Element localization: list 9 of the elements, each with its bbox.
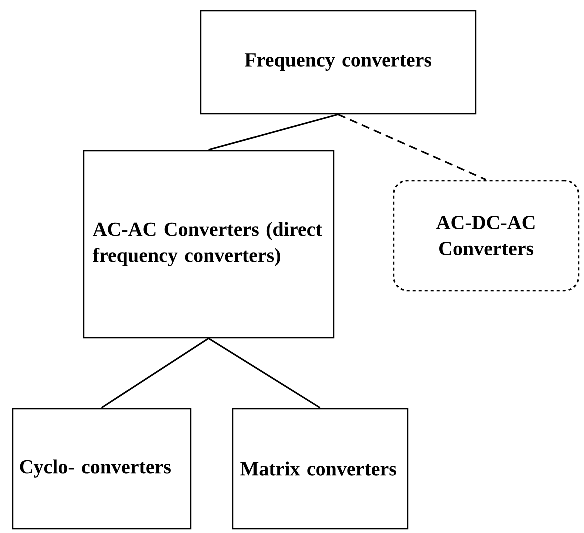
category-box: Matrix converters: [232, 408, 409, 530]
category-box: AC-AC Converters (direct frequency converters): [83, 150, 335, 339]
category-box: Cyclo- converters: [12, 408, 192, 530]
connector-line: [208, 338, 321, 409]
connector-line: [208, 114, 339, 151]
connector-line: [338, 114, 487, 181]
connector-line: [101, 338, 210, 409]
category-box: AC-DC-AC Converters: [393, 180, 580, 292]
category-box: Frequency converters: [200, 10, 477, 115]
